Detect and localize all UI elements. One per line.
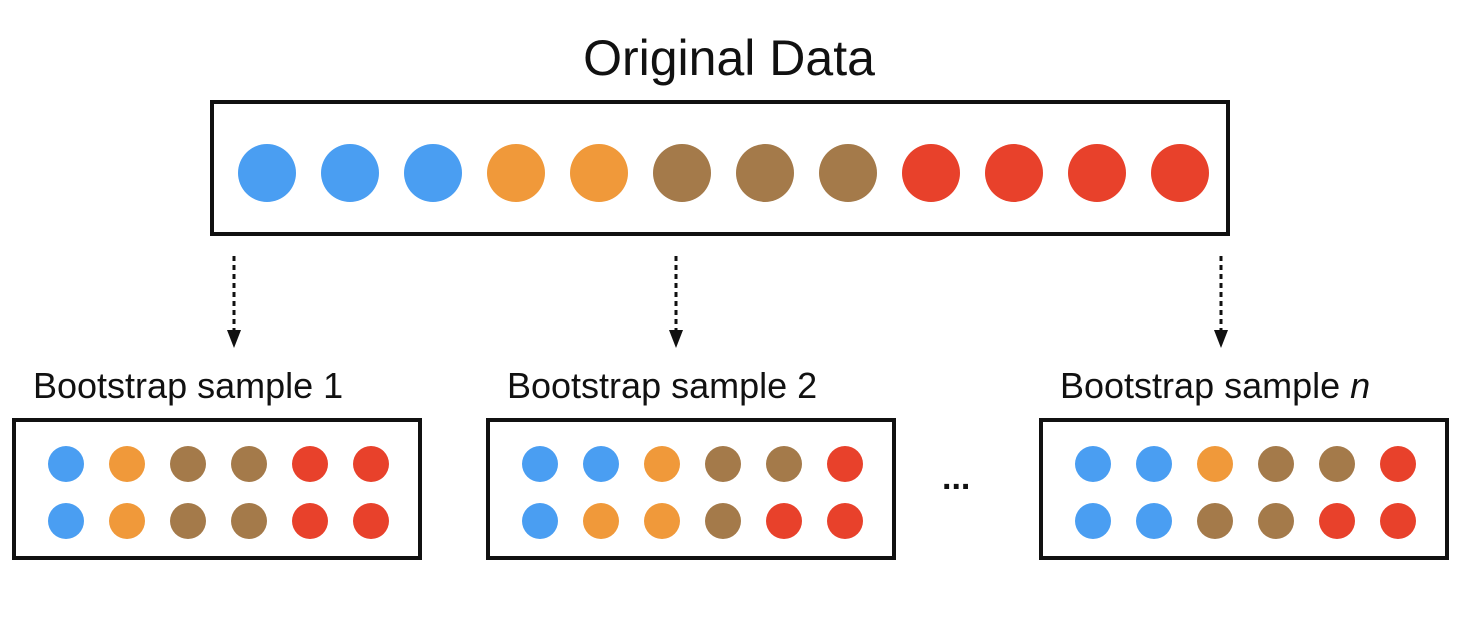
sample-data-point-blue <box>1136 503 1172 539</box>
original-data-point-blue <box>238 144 296 202</box>
sample-data-point-blue <box>48 503 84 539</box>
original-data-point-orange <box>487 144 545 202</box>
sample-data-point-orange <box>644 503 680 539</box>
sample-n-label-text: Bootstrap sample <box>1060 365 1351 406</box>
original-data-point-red <box>985 144 1043 202</box>
sample-data-point-blue <box>522 503 558 539</box>
sample-data-point-brown <box>1319 446 1355 482</box>
sample-data-point-red <box>827 503 863 539</box>
sample-1-label: Bootstrap sample 1 <box>33 364 343 408</box>
original-data-point-brown <box>819 144 877 202</box>
sample-data-point-red <box>1380 446 1416 482</box>
sample-data-point-orange <box>644 446 680 482</box>
sample-n-row-2 <box>1075 503 1416 539</box>
sample-data-point-red <box>827 446 863 482</box>
sample-1-label-text: Bootstrap sample 1 <box>33 365 344 406</box>
sample-2-row-1 <box>522 446 863 482</box>
sample-data-point-blue <box>522 446 558 482</box>
sample-data-point-blue <box>48 446 84 482</box>
sample-data-point-brown <box>1258 503 1294 539</box>
sample-data-point-red <box>1319 503 1355 539</box>
sample-data-point-red <box>1380 503 1416 539</box>
original-data-point-orange <box>570 144 628 202</box>
arrow-to-sample-2 <box>669 256 683 348</box>
sample-data-point-brown <box>705 503 741 539</box>
sample-data-point-red <box>353 503 389 539</box>
sample-data-point-red <box>292 503 328 539</box>
sample-data-point-blue <box>1075 446 1111 482</box>
sample-n-label: Bootstrap sample n <box>1060 364 1370 408</box>
original-data-point-brown <box>653 144 711 202</box>
sample-data-point-red <box>292 446 328 482</box>
sample-data-point-orange <box>1197 446 1233 482</box>
sample-data-point-brown <box>170 446 206 482</box>
original-data-point-blue <box>404 144 462 202</box>
more-samples-ellipsis: ... <box>942 459 971 497</box>
sample-data-point-brown <box>231 503 267 539</box>
sample-data-point-brown <box>1258 446 1294 482</box>
sample-1-box <box>12 418 422 560</box>
sample-n-row-1 <box>1075 446 1416 482</box>
sample-2-label: Bootstrap sample 2 <box>507 364 817 408</box>
sample-data-point-red <box>766 503 802 539</box>
original-data-point-red <box>1151 144 1209 202</box>
original-data-point-blue <box>321 144 379 202</box>
sample-data-point-brown <box>705 446 741 482</box>
original-data-point-red <box>1068 144 1126 202</box>
sample-data-point-brown <box>766 446 802 482</box>
sample-data-point-orange <box>583 503 619 539</box>
arrow-to-sample-1 <box>227 256 241 348</box>
sample-data-point-orange <box>109 503 145 539</box>
sample-n-label-suffix: n <box>1350 365 1371 406</box>
sample-1-row-1 <box>48 446 389 482</box>
sample-2-box <box>486 418 896 560</box>
sample-data-point-red <box>353 446 389 482</box>
sample-data-point-brown <box>1197 503 1233 539</box>
sample-2-label-text: Bootstrap sample 2 <box>507 365 818 406</box>
original-data-row <box>238 144 1209 202</box>
sample-data-point-brown <box>231 446 267 482</box>
original-data-box <box>210 100 1230 236</box>
sample-data-point-orange <box>109 446 145 482</box>
sample-data-point-blue <box>1075 503 1111 539</box>
sample-data-point-brown <box>170 503 206 539</box>
original-data-point-red <box>902 144 960 202</box>
sample-n-box <box>1039 418 1449 560</box>
arrow-to-sample-n <box>1214 256 1228 348</box>
diagram-title: Original Data <box>583 30 875 86</box>
original-data-point-brown <box>736 144 794 202</box>
sample-data-point-blue <box>1136 446 1172 482</box>
sample-data-point-blue <box>583 446 619 482</box>
sample-2-row-2 <box>522 503 863 539</box>
sample-1-row-2 <box>48 503 389 539</box>
